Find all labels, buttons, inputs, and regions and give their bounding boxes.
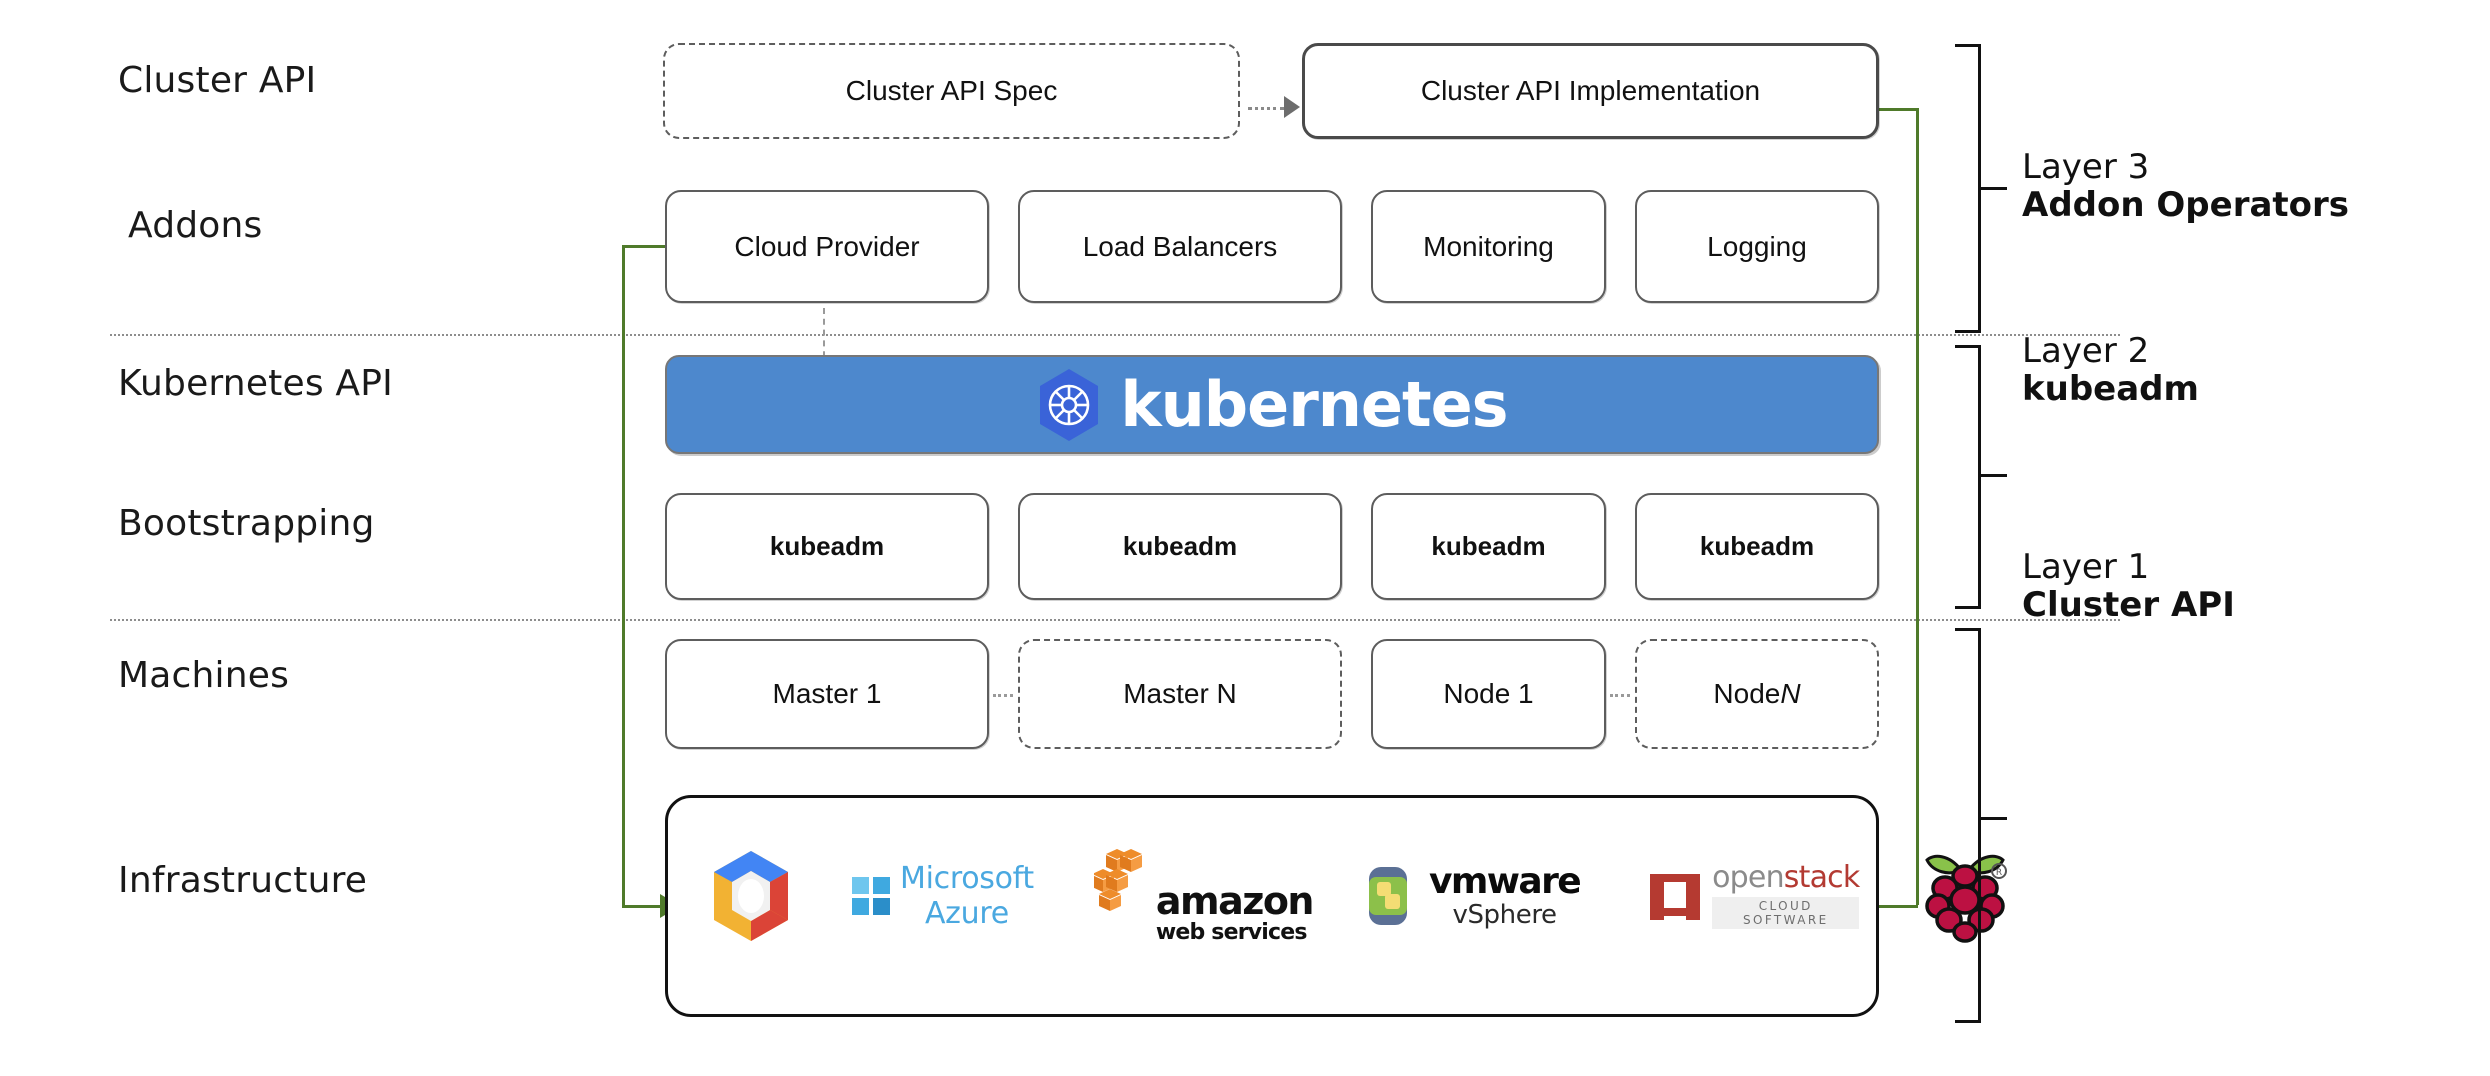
openstack-cloud-software-label: CLOUD SOFTWARE [1712, 896, 1860, 929]
machine-box-node-n[interactable]: Node N [1635, 639, 1879, 749]
row-label-cluster-api: Cluster API [118, 60, 317, 101]
machine-label-node-1: Node 1 [1443, 678, 1534, 709]
row-label-kubernetes-api: Kubernetes API [118, 363, 393, 404]
layer-2-bracket [1955, 345, 1981, 609]
row-label-bootstrapping: Bootstrapping [118, 503, 375, 544]
addon-label-logging: Logging [1707, 230, 1807, 262]
aws-web-services-label: web services [1155, 920, 1308, 945]
layer-1-line1: Layer 1 [2022, 547, 2150, 587]
microsoft-windows-squares-icon [852, 877, 890, 915]
cloud-provider-rail-top [622, 245, 672, 248]
cloud-provider-rail-bottom [622, 905, 662, 908]
infrastructure-box[interactable]: Microsoft Azure [665, 795, 2008, 1017]
google-cloud-hexagon-icon [708, 848, 794, 944]
cluster-api-implementation-label: Cluster API Implementation [1420, 75, 1761, 106]
openstack-wordmark-open: open [1712, 859, 1784, 895]
microsoft-azure-label: Microsoft Azure [900, 861, 1034, 931]
vmware-wordmark: vmware [1429, 861, 1582, 902]
machines-ellipsis-masters [993, 694, 1013, 697]
bootstrap-label-3: kubeadm [1431, 531, 1546, 561]
addon-box-monitoring[interactable]: Monitoring [1371, 190, 1606, 303]
band-separator-layer2-layer1 [110, 619, 2120, 621]
aws-cubes-icon [1091, 847, 1156, 918]
bootstrap-box-2[interactable]: kubeadm [1018, 493, 1342, 600]
layer-2-line2: kubeadm [2022, 369, 2199, 410]
layer-1-bracket [1955, 628, 1981, 1023]
kubernetes-helm-wheel-icon [1036, 367, 1102, 443]
machine-label-master-1: Master 1 [772, 678, 882, 709]
layer-3-bracket [1955, 44, 1981, 333]
row-label-infrastructure: Infrastructure [118, 860, 368, 901]
infrastructure-provider-logos: Microsoft Azure [708, 844, 2011, 948]
machine-label-node-n-suffix: N [1780, 678, 1801, 709]
svg-text:R: R [1996, 868, 2002, 878]
layer-3-label: Layer 3 Addon Operators [2022, 148, 2349, 224]
bootstrap-label-2: kubeadm [1122, 531, 1238, 561]
amazon-web-services-logo: amazon web services [1091, 847, 1315, 945]
addon-box-logging[interactable]: Logging [1635, 190, 1879, 303]
cluster-api-implementation-box[interactable]: Cluster API Implementation [1302, 43, 1879, 139]
cloud-provider-rail-vertical [622, 245, 625, 905]
addon-box-cloud-provider[interactable]: Cloud Provider [665, 190, 989, 303]
layer-2-label: Layer 2 kubeadm [2022, 332, 2199, 408]
machine-label-node-n-prefix: Node [1713, 678, 1781, 709]
layer-3-bracket-nub [1981, 187, 2007, 190]
layer-3-line1: Layer 3 [2022, 147, 2150, 187]
addon-label-cloud-provider: Cloud Provider [734, 230, 920, 262]
layer-2-line1: Layer 2 [2022, 331, 2150, 371]
band-separator-layer3-layer2 [110, 334, 2120, 336]
vmware-tile-icon [1369, 867, 1407, 925]
bootstrap-box-3[interactable]: kubeadm [1371, 493, 1606, 600]
kubernetes-banner[interactable]: kubernetes [665, 355, 1879, 454]
layer-1-label: Layer 1 Cluster API [2022, 548, 2235, 624]
row-label-machines: Machines [118, 655, 290, 696]
bootstrap-label-4: kubeadm [1699, 531, 1815, 561]
bootstrap-box-4[interactable]: kubeadm [1635, 493, 1879, 600]
addon-label-monitoring: Monitoring [1423, 230, 1554, 262]
layer-1-bracket-nub [1981, 817, 2007, 820]
vsphere-label: vSphere [1452, 900, 1557, 930]
microsoft-azure-logo: Microsoft Azure [852, 861, 1034, 931]
machine-box-master-n[interactable]: Master N [1018, 639, 1342, 749]
kubernetes-wordmark: kubernetes [1120, 367, 1508, 441]
spec-to-impl-arrow-line [1248, 107, 1284, 110]
layer-2-bracket-nub [1981, 474, 2007, 477]
layer-3-line2: Addon Operators [2022, 185, 2350, 226]
spec-to-impl-arrow-head [1284, 96, 1300, 118]
bootstrap-label-1: kubeadm [769, 531, 885, 561]
cluster-api-rail-top [1877, 108, 1919, 111]
machine-box-master-1[interactable]: Master 1 [665, 639, 989, 749]
cluster-api-spec-box[interactable]: Cluster API Spec [663, 43, 1240, 139]
layer-1-line2: Cluster API [2022, 585, 2235, 626]
machine-box-node-1[interactable]: Node 1 [1371, 639, 1606, 749]
row-label-addons: Addons [128, 205, 263, 246]
cluster-api-rail-bottom [1842, 905, 1918, 908]
openstack-cube-icon [1646, 870, 1704, 922]
addon-label-load-balancers: Load Balancers [1082, 230, 1278, 262]
openstack-logo: openstack CLOUD SOFTWARE [1646, 859, 1860, 931]
bootstrap-box-1[interactable]: kubeadm [665, 493, 989, 600]
cloud-provider-to-k8s-connector [823, 308, 825, 368]
addon-box-load-balancers[interactable]: Load Balancers [1018, 190, 1342, 303]
vmware-vsphere-logo: vmware vSphere [1369, 864, 1590, 928]
openstack-wordmark-stack: stack [1783, 859, 1860, 895]
machines-ellipsis-nodes [1610, 694, 1630, 697]
machine-label-master-n: Master N [1123, 678, 1237, 709]
cluster-api-spec-label: Cluster API Spec [845, 75, 1058, 106]
amazon-wordmark: amazon [1155, 878, 1315, 923]
cluster-api-rail-vertical [1916, 108, 1919, 905]
raspberry-pi-icon: R [1919, 844, 2011, 948]
